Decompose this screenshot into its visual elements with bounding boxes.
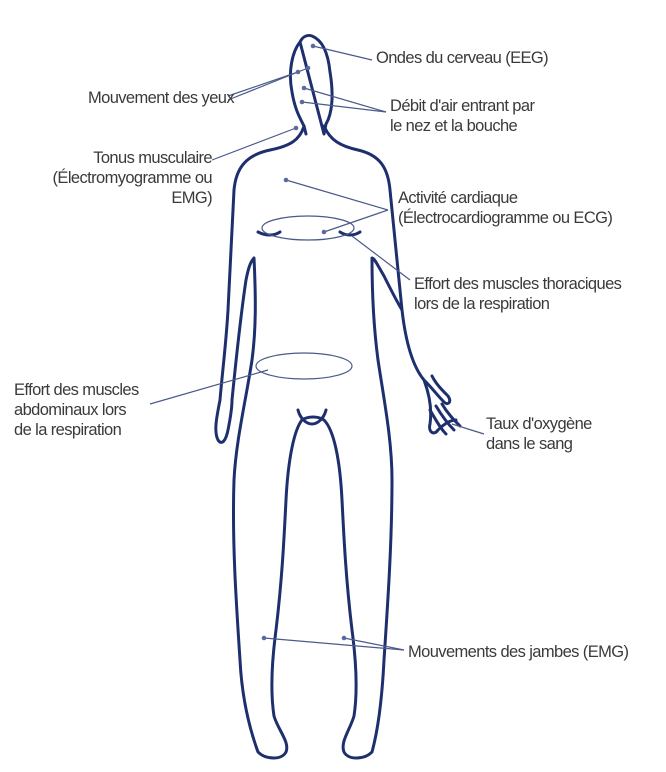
leader-abdominal	[150, 370, 268, 404]
label-eeg-line-1: Ondes du cerveau (EEG)	[376, 48, 548, 68]
thoracic-belt	[262, 216, 354, 240]
sensor-dot-leg-left	[262, 636, 267, 641]
leader-airflow-b	[302, 102, 386, 112]
label-airflow: Débit d'air entrant par le nez et la bou…	[390, 96, 534, 136]
sensor-dot-chest	[284, 178, 289, 183]
sensor-dot-leg-right	[342, 636, 347, 641]
label-abdominal-effort-line-3: de la respiration	[14, 420, 139, 440]
label-thoracic-effort-line-2: lors de la respiration	[414, 294, 621, 314]
label-heart-activity-line-2: (Électrocardiogramme ou ECG)	[398, 208, 612, 228]
body-left-outline	[216, 126, 304, 758]
sensor-dot-mouth	[300, 100, 305, 105]
leader-oxygen	[452, 424, 484, 434]
leader-heart-b	[324, 210, 388, 232]
leader-legs-a	[264, 638, 404, 650]
label-eye-movement: Mouvement des yeux	[88, 88, 234, 108]
abdominal-belt	[256, 353, 352, 379]
sensor-dot-eye-left	[296, 70, 301, 75]
label-muscle-tone-line-1: Tonus musculaire	[53, 148, 212, 168]
leader-heart-a	[286, 180, 388, 210]
head-outline	[290, 35, 332, 134]
sensor-dot-nose	[302, 86, 307, 91]
label-eeg: Ondes du cerveau (EEG)	[376, 48, 548, 68]
leader-eeg	[313, 46, 372, 60]
sensor-dot-chin	[294, 126, 299, 131]
label-blood-oxygen-line-1: Taux d'oxygène	[486, 414, 592, 434]
sensor-dot-eeg	[311, 44, 316, 49]
label-muscle-tone: Tonus musculaire (Électromyogramme ou EM…	[53, 148, 212, 208]
label-eye-movement-line-1: Mouvement des yeux	[88, 88, 234, 108]
label-heart-activity: Activité cardiaque (Électrocardiogramme …	[398, 188, 612, 228]
label-blood-oxygen-line-2: dans le sang	[486, 434, 592, 454]
label-leg-movements: Mouvements des jambes (EMG)	[408, 642, 628, 662]
sensor-dot-eye-right	[306, 66, 311, 71]
label-leg-movements-line-1: Mouvements des jambes (EMG)	[408, 642, 628, 662]
label-muscle-tone-line-2: (Électromyogramme ou	[53, 168, 212, 188]
label-thoracic-effort: Effort des muscles thoraciques lors de l…	[414, 274, 621, 314]
label-blood-oxygen: Taux d'oxygène dans le sang	[486, 414, 592, 454]
label-abdominal-effort-line-1: Effort des muscles	[14, 380, 139, 400]
label-airflow-line-2: le nez et la bouche	[390, 116, 534, 136]
label-muscle-tone-line-3: EMG)	[53, 188, 212, 208]
label-abdominal-effort: Effort des muscles abdominaux lors de la…	[14, 380, 139, 440]
sensor-dot-heart	[322, 230, 327, 235]
label-abdominal-effort-line-2: abdominaux lors	[14, 400, 139, 420]
chest-line	[258, 232, 360, 235]
label-heart-activity-line-1: Activité cardiaque	[398, 188, 612, 208]
label-thoracic-effort-line-1: Effort des muscles thoraciques	[414, 274, 621, 294]
label-airflow-line-1: Débit d'air entrant par	[390, 96, 534, 116]
